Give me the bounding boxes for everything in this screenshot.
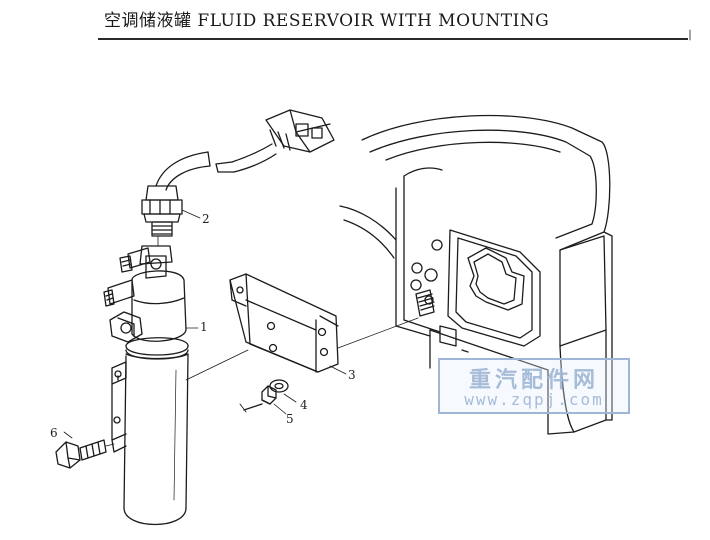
callout-2: 2 [202, 212, 210, 226]
hex-bolt [55, 439, 107, 469]
washer-and-nut [239, 379, 289, 413]
leader-lines [63, 209, 347, 439]
panel-stud [415, 289, 435, 317]
cab-panel [339, 29, 691, 435]
callout-6: 6 [50, 426, 58, 440]
callout-4: 4 [300, 398, 308, 412]
mounting-bracket [229, 273, 339, 373]
fluid-reservoir [103, 245, 189, 526]
callout-3: 3 [348, 368, 356, 382]
watermark-url: www.zqpj.com [464, 390, 604, 409]
title-underline [98, 38, 688, 40]
watermark-text: 重汽配件网 [468, 368, 599, 393]
assembly-lines [105, 235, 419, 447]
pressure-switch-harness [141, 109, 335, 237]
callout-1: 1 [200, 320, 208, 334]
callout-5: 5 [286, 412, 294, 426]
watermark: 重汽配件网 www.zqpj.com [438, 358, 630, 414]
page-title: 空调储液罐 FLUID RESERVOIR WITH MOUNTING [104, 11, 550, 31]
